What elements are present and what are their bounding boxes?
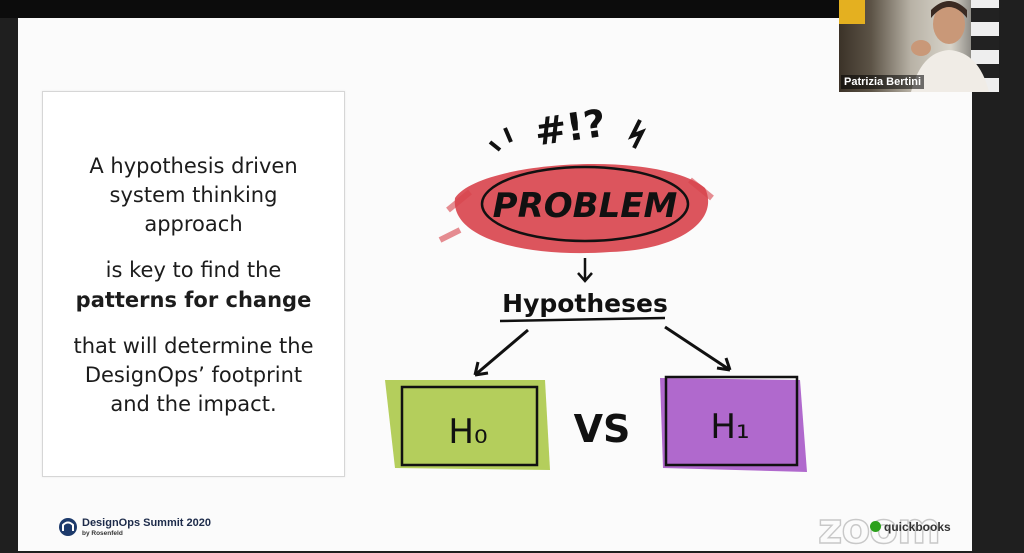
- bold-phrase: patterns for change: [75, 288, 312, 312]
- event-organizer: by Rosenfeld: [82, 530, 123, 537]
- hypothesis-diagram: #!? PROBLEM Hypotheses H₀ VS H₁: [385, 101, 807, 472]
- h1-box: [664, 375, 799, 467]
- down-arrow: [577, 258, 593, 283]
- problem-label: PROBLEM: [493, 186, 678, 226]
- hypotheses-underline: [499, 316, 666, 323]
- burst-marks: [488, 119, 647, 152]
- text-line-2: system thinking: [109, 183, 278, 207]
- vs-label: VS: [574, 407, 631, 451]
- sponsor-name: quickbooks: [884, 520, 951, 534]
- text-line-1: A hypothesis driven: [89, 154, 298, 178]
- right-margin: [999, 0, 1024, 551]
- h0-box: [400, 385, 539, 467]
- quickbooks-icon: [870, 521, 881, 532]
- hypotheses-label: Hypotheses: [502, 289, 668, 318]
- h1-label: H₁: [710, 407, 749, 447]
- background-shelf: [839, 0, 865, 24]
- right-arrow: [664, 325, 732, 372]
- participant-avatar: [911, 1, 989, 92]
- event-title: DesignOps Summit 2020: [82, 517, 211, 529]
- text-line-5-bold: patterns for change: [43, 288, 344, 312]
- exclaim-marks: #!?: [532, 101, 609, 154]
- text-line-6: that will determine the: [73, 334, 314, 358]
- rosenfeld-logo-icon: [59, 518, 77, 536]
- text-card: A hypothesis driven system thinking appr…: [42, 91, 345, 477]
- text-line-7: DesignOps’ footprint: [84, 363, 303, 387]
- top-bar: [0, 0, 1024, 18]
- h1-scribble: [660, 378, 807, 472]
- h0-label: H₀: [448, 412, 487, 452]
- problem-ellipse: [480, 165, 690, 243]
- sponsor-logo: quickbooks: [870, 520, 951, 534]
- participant-name: Patrizia Bertini: [841, 75, 925, 89]
- text-line-4: is key to find the: [105, 258, 282, 282]
- participant-video-tile[interactable]: Patrizia Bertini: [839, 0, 999, 92]
- left-arrow: [473, 328, 529, 377]
- text-line-8: and the impact.: [110, 392, 277, 416]
- h0-scribble: [385, 380, 550, 470]
- text-line-3: approach: [144, 212, 243, 236]
- problem-scribble-edge: [438, 177, 714, 243]
- event-branding: DesignOps Summit 2020 by Rosenfeld: [58, 517, 211, 542]
